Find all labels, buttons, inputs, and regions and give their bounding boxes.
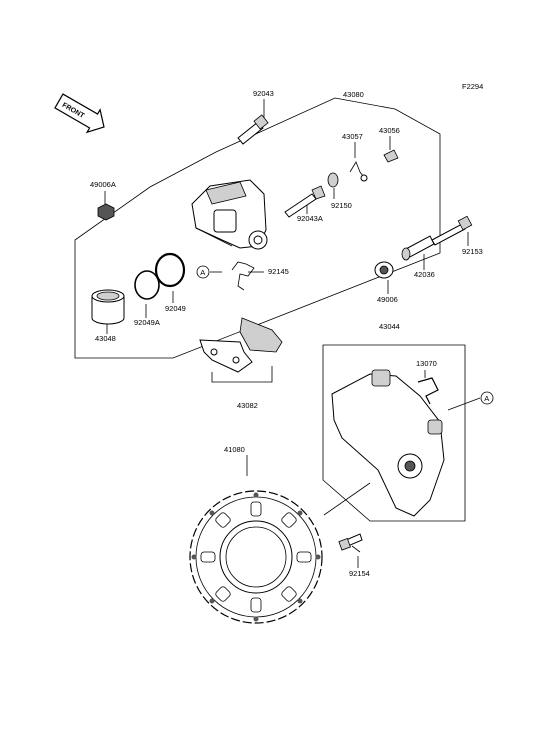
- caliper-body: [191, 179, 268, 250]
- label-43057: 43057: [342, 132, 363, 141]
- brake-pads-43082: [199, 317, 283, 373]
- spring-92145: [231, 261, 255, 291]
- label-49006A: 49006A: [90, 180, 116, 189]
- ref-marker-a-caliper: A: [196, 265, 210, 279]
- label-92150: 92150: [331, 201, 352, 210]
- label-43080: 43080: [343, 90, 364, 99]
- leader-lines: [104, 99, 481, 568]
- label-92043: 92043: [253, 89, 274, 98]
- clip-13070: [417, 377, 439, 405]
- label-13070: 13070: [416, 359, 437, 368]
- label-92049A: 92049A: [134, 318, 160, 327]
- ref-marker-a-bracket: A: [480, 391, 494, 405]
- front-arrow-icon: FRONT: [54, 93, 105, 134]
- nut-49006a: [97, 203, 115, 221]
- label-92145: 92145: [268, 267, 289, 276]
- label-43056: 43056: [379, 126, 400, 135]
- sleeve-42036: [401, 235, 435, 261]
- cap-43056: [383, 149, 399, 163]
- seal-92049a: [134, 270, 160, 300]
- rubber-92150: [327, 172, 339, 188]
- label-92153: 92153: [462, 247, 483, 256]
- caliper-bracket-43044: [331, 369, 445, 517]
- figure-code: F2294: [462, 82, 483, 91]
- bleed-valve-43057: [349, 161, 368, 182]
- label-41080: 41080: [224, 445, 245, 454]
- svg-text:A: A: [200, 268, 205, 277]
- bolt-92153: [431, 215, 473, 246]
- brake-disc-41080: [189, 490, 323, 624]
- label-92154: 92154: [349, 569, 370, 578]
- piston-43048: [91, 289, 125, 325]
- label-43044: 43044: [379, 322, 400, 331]
- collar-49006: [374, 261, 394, 279]
- svg-text:A: A: [484, 394, 489, 403]
- label-43048: 43048: [95, 334, 116, 343]
- bracket-group-outline: [322, 344, 466, 522]
- label-49006: 49006: [377, 295, 398, 304]
- bolt-92154: [338, 533, 363, 553]
- label-42036: 42036: [414, 270, 435, 279]
- caliper-group-outline: [74, 97, 441, 359]
- label-92049: 92049: [165, 304, 186, 313]
- bolt-92043: [237, 114, 269, 145]
- pad-group-outline: [211, 366, 273, 383]
- seal-92049: [154, 252, 186, 288]
- label-43082: 43082: [237, 401, 258, 410]
- pin-92043a: [284, 185, 326, 218]
- label-92043A: 92043A: [297, 214, 323, 223]
